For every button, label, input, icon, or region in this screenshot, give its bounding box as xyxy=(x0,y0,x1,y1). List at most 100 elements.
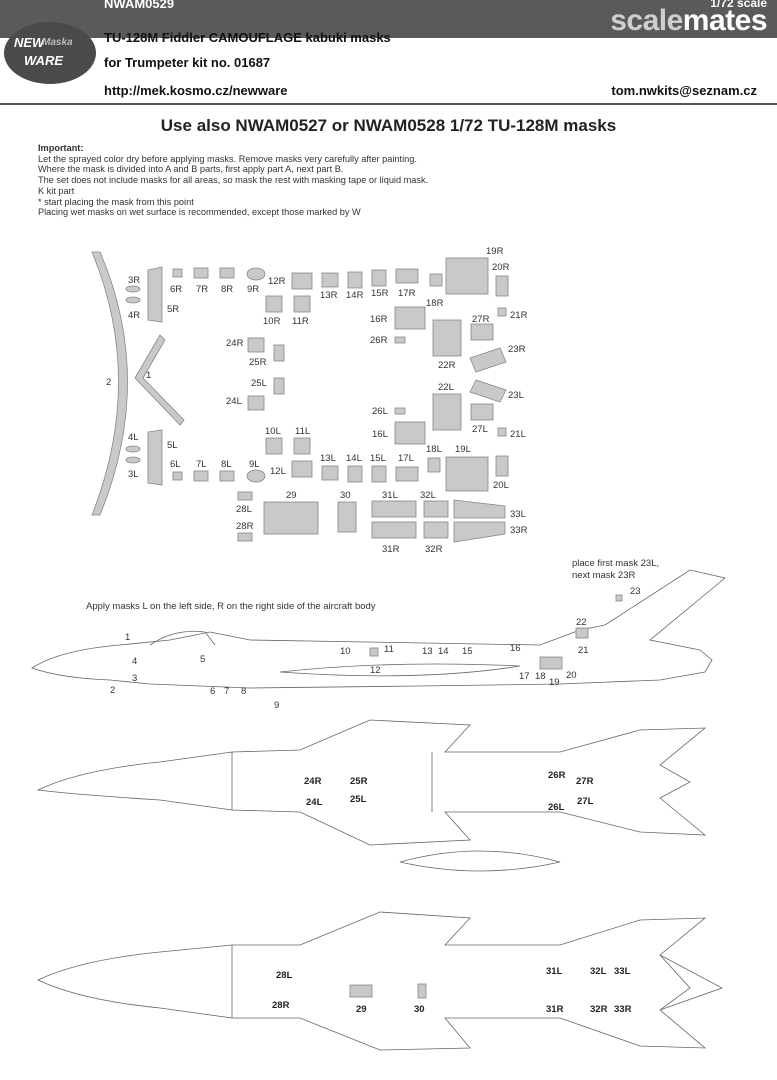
mask-6R-shape xyxy=(172,268,183,278)
mask-23R-label: 23R xyxy=(508,344,526,355)
top-label-26L: 26L xyxy=(548,802,565,813)
mask-17R-shape xyxy=(395,268,419,284)
mask-5R-shape xyxy=(147,266,163,323)
mask-29-label: 29 xyxy=(286,490,297,501)
mask-18R-label: 18R xyxy=(426,298,444,309)
mask-15R-label: 15R xyxy=(371,288,389,299)
mask-28L-label: 28L xyxy=(236,504,252,515)
mask-7L-label: 7L xyxy=(196,459,207,470)
mask-21L-label: 21L xyxy=(510,429,526,440)
side-mask-23 xyxy=(615,594,623,602)
side-view-aircraft xyxy=(31,569,726,689)
top-label-25L: 25L xyxy=(350,794,367,805)
side-label-19: 19 xyxy=(549,677,560,688)
mask-13L-shape xyxy=(321,465,339,481)
fin-note-1: place first mask 23L, xyxy=(572,558,659,569)
mask-13R-shape xyxy=(321,272,339,288)
mask-2-shape xyxy=(91,251,128,516)
newware-logo: NEW Maska WARE xyxy=(4,22,96,84)
side-label-17: 17 xyxy=(519,671,530,682)
side-label-10: 10 xyxy=(340,646,351,657)
mask-4R-shape xyxy=(125,296,141,304)
site-topbar xyxy=(0,0,777,38)
mask-9R-label: 9R xyxy=(247,284,259,295)
note-line: Let the sprayed color dry before applyin… xyxy=(38,153,417,164)
mask-3R-label: 3R xyxy=(128,275,140,286)
mask-21R-shape xyxy=(497,307,507,317)
mask-6R-label: 6R xyxy=(170,284,182,295)
bottom-label-28L: 28L xyxy=(276,970,293,981)
mask-28L-shape xyxy=(237,491,253,501)
mask-17L-label: 17L xyxy=(398,453,414,464)
mask-1-shape xyxy=(134,334,185,426)
mask-20L-shape xyxy=(495,455,509,477)
mask-19R-shape xyxy=(445,257,489,295)
mask-33R-shape xyxy=(453,521,506,543)
mask-7L-shape xyxy=(193,470,209,482)
side-label-4: 4 xyxy=(132,656,137,667)
note-line: * start placing the mask from this point xyxy=(38,196,194,207)
mask-22R-shape xyxy=(432,319,462,357)
mask-29-shape xyxy=(263,501,319,535)
mask-24L-shape xyxy=(247,395,265,411)
mask-6L-shape xyxy=(172,471,183,481)
top-label-24L: 24L xyxy=(306,797,323,808)
mask-16R-label: 16R xyxy=(370,314,388,325)
website-link[interactable]: http://mek.kosmo.cz/newware xyxy=(104,83,288,98)
mask-30-shape xyxy=(337,501,357,533)
mask-16R-shape xyxy=(394,306,426,330)
mask-27L-shape xyxy=(470,403,494,421)
bottom-mask-29 xyxy=(349,984,373,998)
mask-5L-label: 5L xyxy=(167,440,178,451)
mask-26L-label: 26L xyxy=(372,406,388,417)
side-mask-12 xyxy=(369,647,379,657)
bottom-view-aircraft xyxy=(37,911,723,1051)
mask-32L-shape xyxy=(423,500,449,518)
mask-5L-shape xyxy=(147,429,163,486)
mask-21R-label: 21R xyxy=(510,310,528,321)
side-label-1: 1 xyxy=(125,632,130,643)
mask-25R-label: 25R xyxy=(249,357,267,368)
mask-9R-shape xyxy=(246,267,266,281)
scalemates-watermark: scalemates xyxy=(610,4,767,37)
mask-28R-label: 28R xyxy=(236,521,254,532)
mask-31L-label: 31L xyxy=(382,490,398,501)
mask-8L-label: 8L xyxy=(221,459,232,470)
mask-9L-shape xyxy=(246,469,266,483)
mask-3L-shape xyxy=(125,456,141,464)
mask-10R-shape xyxy=(265,295,283,313)
mask-10L-shape xyxy=(265,437,283,455)
mask-24R-label: 24R xyxy=(226,338,244,349)
bottom-label-29: 29 xyxy=(356,1004,367,1015)
side-label-14: 14 xyxy=(438,646,449,657)
mask-14R-shape xyxy=(347,271,363,289)
header-divider xyxy=(0,103,777,105)
mask-27R-label: 27R xyxy=(472,314,490,325)
mask-27R-shape xyxy=(470,323,494,341)
mask-33R-label: 33R xyxy=(510,525,528,536)
note-line: The set does not include masks for all a… xyxy=(38,175,429,186)
mask-4L-label: 4L xyxy=(128,432,139,443)
mask-27L-label: 27L xyxy=(472,424,488,435)
mask-5R-label: 5R xyxy=(167,304,179,315)
mask-17R-label: 17R xyxy=(398,288,416,299)
mask-15L-shape xyxy=(371,465,387,483)
instructions-heading: Important: xyxy=(38,143,84,153)
mask-20R-shape xyxy=(495,275,509,297)
side-label-13: 13 xyxy=(422,646,433,657)
mask-24L-label: 24L xyxy=(226,396,242,407)
mask-16L-label: 16L xyxy=(372,429,388,440)
mask-15L-label: 15L xyxy=(370,453,386,464)
mask-24R-shape xyxy=(247,337,265,353)
email-link[interactable]: tom.nwkits@seznam.cz xyxy=(611,83,757,98)
mask-10L-label: 10L xyxy=(265,426,281,437)
side-label-16: 16 xyxy=(510,643,521,654)
top-view-aircraft xyxy=(36,719,707,872)
mask-9L-label: 9L xyxy=(249,459,260,470)
side-label-11: 11 xyxy=(384,644,394,655)
mask-26L-shape xyxy=(394,407,406,415)
side-label-8: 8 xyxy=(241,686,246,697)
mask-30-label: 30 xyxy=(340,490,351,501)
mask-28R-shape xyxy=(237,532,253,542)
